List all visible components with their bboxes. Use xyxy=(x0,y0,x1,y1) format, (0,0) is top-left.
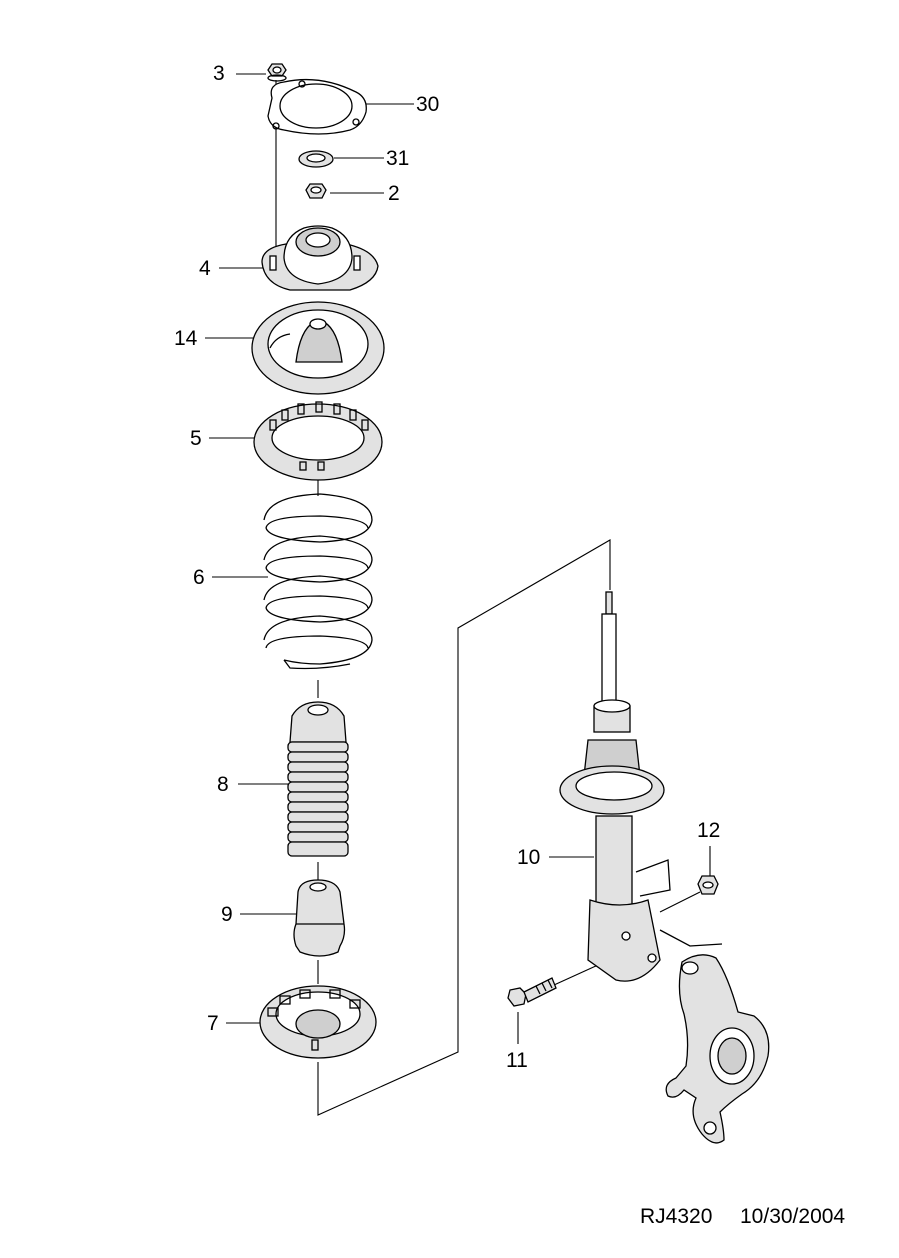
steering-knuckle xyxy=(665,954,770,1144)
callout-10: 10 xyxy=(517,846,541,869)
callout-12: 12 xyxy=(697,819,721,842)
part-6-coil-spring xyxy=(263,493,373,670)
callout-7: 7 xyxy=(207,1012,219,1035)
drawing-date: 10/30/2004 xyxy=(740,1205,846,1228)
callout-8: 8 xyxy=(217,773,229,796)
callout-3: 3 xyxy=(213,62,225,85)
part-30-gasket xyxy=(267,78,367,135)
callout-2: 2 xyxy=(388,182,400,205)
callout-6: 6 xyxy=(193,566,205,589)
part-5-insulator xyxy=(253,401,383,481)
part-7-lower-seat xyxy=(259,985,377,1059)
callout-4: 4 xyxy=(199,257,211,280)
part-2-nut xyxy=(305,183,327,199)
callout-30: 30 xyxy=(416,93,440,116)
part-10-strut xyxy=(559,591,723,982)
part-12-nut xyxy=(697,875,719,895)
part-3-nut xyxy=(267,63,287,82)
part-11-bolt xyxy=(507,977,557,1007)
part-4-strut-mount xyxy=(261,225,379,291)
drawing-code: RJ4320 xyxy=(640,1205,713,1228)
part-8-dust-boot xyxy=(287,701,349,857)
callout-11: 11 xyxy=(506,1049,528,1072)
part-31-washer xyxy=(298,150,334,168)
part-14-spring-seat xyxy=(251,301,385,395)
callout-9: 9 xyxy=(221,903,233,926)
callout-31: 31 xyxy=(386,147,410,170)
callout-5: 5 xyxy=(190,427,202,450)
callout-14: 14 xyxy=(174,327,198,350)
part-9-bump-stop xyxy=(293,879,346,957)
